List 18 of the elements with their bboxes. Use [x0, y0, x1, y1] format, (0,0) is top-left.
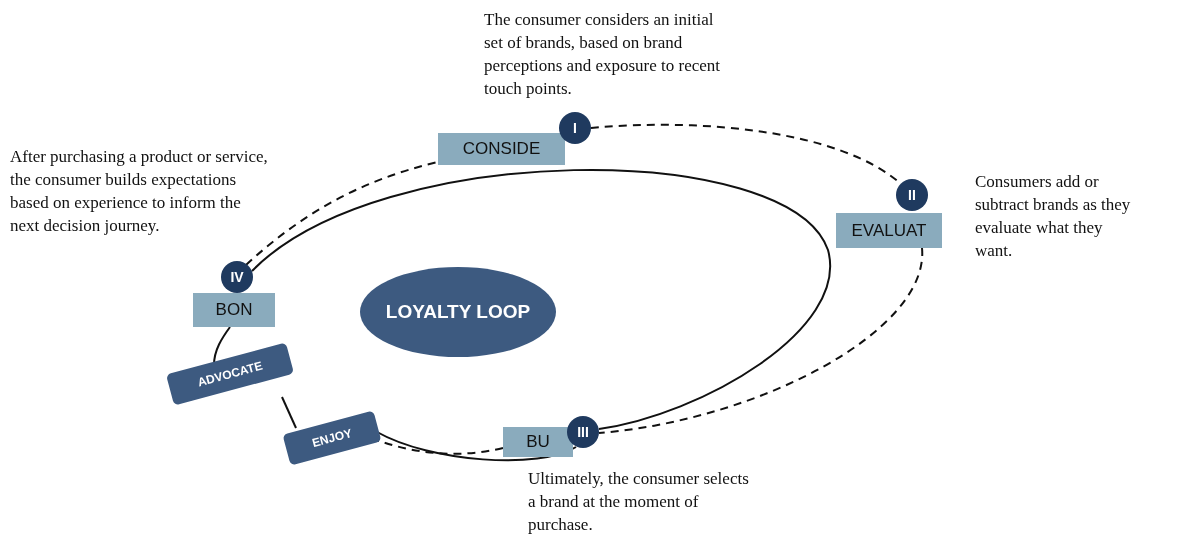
- dashed-path: [245, 161, 439, 266]
- stage-label: BU: [503, 427, 573, 457]
- loop-path: [281, 396, 297, 429]
- stage-number-circle: III: [567, 416, 599, 448]
- dashed-path: [598, 247, 923, 434]
- stage-number-circle: IV: [221, 261, 253, 293]
- loyalty-loop-ellipse: LOYALTY LOOP: [360, 267, 556, 357]
- stage-description: Ultimately, the consumer selects a brand at the moment of purchase.: [528, 468, 750, 536]
- stage-number-circle: I: [559, 112, 591, 144]
- stage-label: EVALUAT: [836, 213, 942, 248]
- loop-step-tag: ENJOY: [282, 410, 382, 466]
- loop-path: [251, 169, 832, 430]
- stage-label: CONSIDE: [438, 133, 565, 165]
- stage-label: BON: [193, 293, 275, 327]
- stage-description: The consumer considers an initial set of brands, based on brand perceptions and exposure to recent touch points.: [484, 9, 722, 100]
- stage-description: After purchasing a product or service, the consumer builds expectations based on experience to inform the next decision journey.: [10, 146, 268, 237]
- stage-number-circle: II: [896, 179, 928, 211]
- stage-description: Consumers add or subtract brands as they evaluate what they want.: [975, 171, 1132, 262]
